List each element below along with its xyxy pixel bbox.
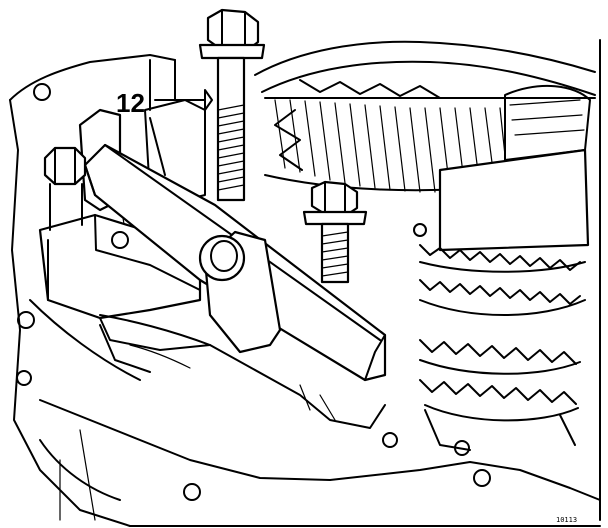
reference-code: 10113	[556, 516, 577, 524]
right-gear-stack	[419, 84, 591, 451]
left-bolt-head	[43, 146, 87, 231]
short-bolt	[302, 180, 368, 284]
callout-arrowhead	[204, 89, 213, 111]
long-bolt	[198, 8, 266, 202]
callout-lower-leader	[149, 117, 166, 176]
callout-label: 12	[116, 88, 145, 118]
callout-12: 12	[116, 88, 213, 176]
locking-tool-bar	[83, 143, 387, 429]
